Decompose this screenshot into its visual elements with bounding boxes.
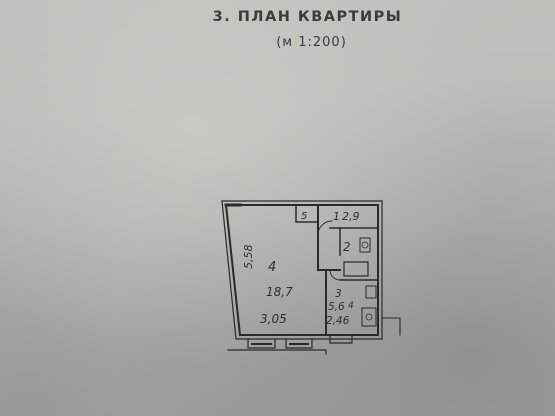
- room-main-area: 18,7: [266, 285, 293, 299]
- kitchen-width: 2,46: [326, 315, 350, 327]
- hallway-number: 1: [333, 210, 340, 223]
- scale-label: (м 1:200): [276, 35, 347, 50]
- stove: [361, 307, 377, 327]
- window-2: [285, 338, 313, 349]
- bathtub: [343, 261, 369, 277]
- bathroom-number: 2: [343, 240, 351, 254]
- room-main-length: 5,58: [242, 245, 255, 270]
- outer-wall-inner-line: [224, 204, 379, 336]
- window-1: [247, 338, 276, 349]
- loggia-line: [381, 317, 401, 336]
- balcony-line: [227, 349, 327, 355]
- room-main-width: 3,05: [260, 312, 287, 326]
- closet-number: 5: [301, 211, 307, 222]
- closet-wall: [295, 204, 319, 223]
- toilet-bowl: [361, 241, 369, 249]
- kitchen-sink: [365, 285, 377, 299]
- toilet: [359, 237, 371, 253]
- door-arc-kitchen: [329, 269, 341, 281]
- window-3: [329, 334, 353, 344]
- document-title: 3. ПЛАН КВАРТИРЫ: [212, 9, 403, 25]
- kitchen-area: 5,6: [328, 301, 345, 313]
- kitchen-number: 3: [335, 288, 342, 300]
- outer-wall-outer-line: [221, 200, 383, 340]
- stove-burner: [365, 313, 373, 321]
- kitchen-extra: 4: [348, 301, 354, 311]
- hallway-area: 2,9: [342, 210, 360, 223]
- door-arc-hallway: [317, 220, 333, 236]
- room-main-number: 4: [268, 260, 276, 275]
